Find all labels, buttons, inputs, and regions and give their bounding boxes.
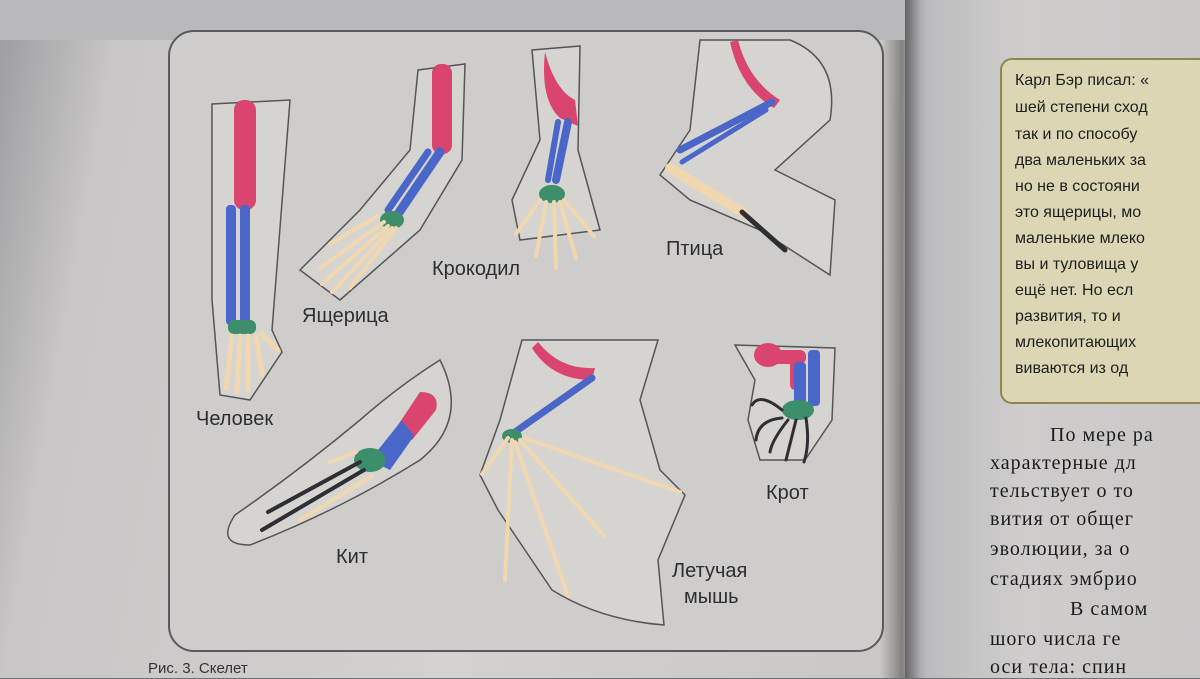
body-text-line: В самом	[1070, 598, 1149, 620]
body-text-line: тельствует о то	[990, 480, 1134, 502]
label-lizard: Ящерица	[302, 305, 389, 327]
quote-line: вы и туловища у	[1015, 256, 1139, 273]
crocodile-limb-illustration	[511, 45, 601, 270]
label-bird: Птица	[666, 238, 724, 260]
bat-wing-illustration	[479, 339, 686, 626]
quote-line: но не в состояни	[1015, 178, 1140, 195]
whale-flipper-illustration	[226, 358, 452, 546]
quote-line: Карл Бэр писал: «	[1015, 72, 1149, 89]
figure-caption: Рис. 3. Скелет	[148, 660, 248, 677]
quote-line: шей степени сход	[1015, 99, 1148, 116]
body-text-line: вития от общег	[990, 508, 1134, 530]
body-text-line: эволюции, за о	[990, 538, 1131, 560]
quote-line: ещё нет. Но есл	[1015, 282, 1134, 299]
body-text-line: шого числа ге	[990, 628, 1122, 650]
human-arm-illustration	[211, 99, 291, 401]
label-bat-line2: мышь	[684, 586, 739, 608]
label-human: Человек	[196, 408, 274, 430]
body-text-line: характерные дл	[990, 452, 1137, 474]
quote-line: виваются из од	[1015, 360, 1129, 377]
label-bat-line1: Летучая	[672, 560, 748, 582]
quote-line: млекопитающих	[1015, 334, 1137, 351]
quote-line: развития, то и	[1015, 308, 1121, 325]
body-text-line: стадиях эмбрио	[990, 568, 1138, 590]
label-mole: Крот	[766, 482, 809, 504]
quote-box	[1000, 58, 1200, 404]
quote-line: два маленьких за	[1015, 152, 1146, 169]
label-whale: Кит	[336, 546, 368, 568]
body-text-line: По мере ра	[1050, 424, 1154, 446]
body-text-line: оси тела: спин	[990, 656, 1128, 678]
mole-limb-illustration	[733, 343, 836, 464]
label-crocodile: Крокодил	[432, 258, 521, 280]
quote-line: маленькие млеко	[1015, 230, 1145, 247]
bird-wing-illustration	[659, 39, 836, 277]
book-gutter	[880, 0, 920, 678]
quote-line: это ящерицы, мо	[1015, 204, 1142, 221]
lizard-limb-illustration	[298, 63, 466, 301]
quote-line: так и по способу	[1015, 126, 1138, 143]
